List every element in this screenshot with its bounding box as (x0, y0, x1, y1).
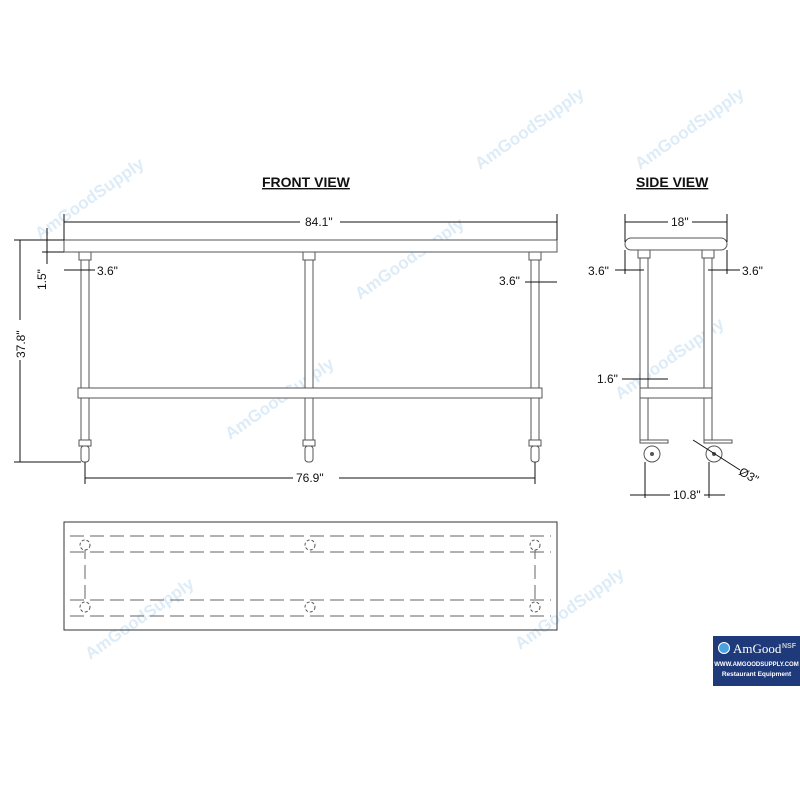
watermark-text: AmGoodSupply (31, 154, 148, 244)
front-leg-bracket (78, 251, 92, 261)
front-caster (302, 439, 316, 463)
watermark-text: AmGoodSupply (511, 564, 628, 654)
front-view-title: FRONT VIEW (262, 174, 351, 190)
front-leg (530, 259, 540, 441)
dim-side-inset-right: 3.6" (742, 264, 763, 278)
front-leg (304, 259, 314, 441)
front-leg-bracket (302, 251, 316, 261)
dim-leg-width: 1.6" (597, 372, 618, 386)
logo-brand: AmGood (733, 641, 782, 656)
front-dimensions: 84.1" 37.8" 1.5" 3.6" 3.6" 76.9" (10, 214, 558, 486)
watermark-text: AmGoodSupply (631, 84, 748, 174)
dim-side-leg-span: 10.8" (673, 488, 701, 502)
dim-leg-inset-left: 3.6" (97, 264, 118, 278)
dim-length: 84.1" (305, 215, 333, 229)
front-tabletop (63, 239, 558, 253)
front-undershelf (77, 387, 543, 399)
amgood-logo: AmGood NSF WWW.AMGOODSUPPLY.COM Restaura… (713, 636, 800, 686)
watermark-text: AmGoodSupply (81, 574, 198, 664)
dim-top-thickness: 1.5" (35, 269, 49, 290)
nsf-badge: NSF (782, 643, 796, 650)
side-caster (639, 439, 669, 463)
watermark-text: AmGoodSupply (471, 84, 588, 174)
front-leg (80, 259, 90, 441)
side-view-title: SIDE VIEW (636, 174, 709, 190)
side-leg (639, 257, 649, 441)
top-view (63, 521, 558, 631)
dim-leg-span: 76.9" (296, 471, 324, 485)
side-undershelf (639, 387, 713, 399)
dim-caster-diameter: Ø3" (737, 464, 762, 486)
side-leg (703, 257, 713, 441)
logo-tagline: Restaurant Equipment (721, 671, 792, 678)
side-tabletop (624, 237, 728, 251)
front-caster (78, 439, 92, 463)
watermark-text: AmGoodSupply (221, 354, 338, 444)
dim-depth: 18" (671, 215, 689, 229)
front-view-table (63, 239, 558, 463)
side-view-table (624, 237, 733, 463)
dim-leg-inset-right: 3.6" (499, 274, 520, 288)
side-caster (703, 439, 733, 463)
logo-icon (718, 642, 730, 654)
front-leg-bracket (528, 251, 542, 261)
watermark-text: AmGoodSupply (351, 214, 468, 304)
logo-url: WWW.AMGOODSUPPLY.COM (714, 662, 799, 668)
front-caster (528, 439, 542, 463)
dim-side-inset-left: 3.6" (588, 264, 609, 278)
dim-height: 37.8" (14, 330, 28, 358)
